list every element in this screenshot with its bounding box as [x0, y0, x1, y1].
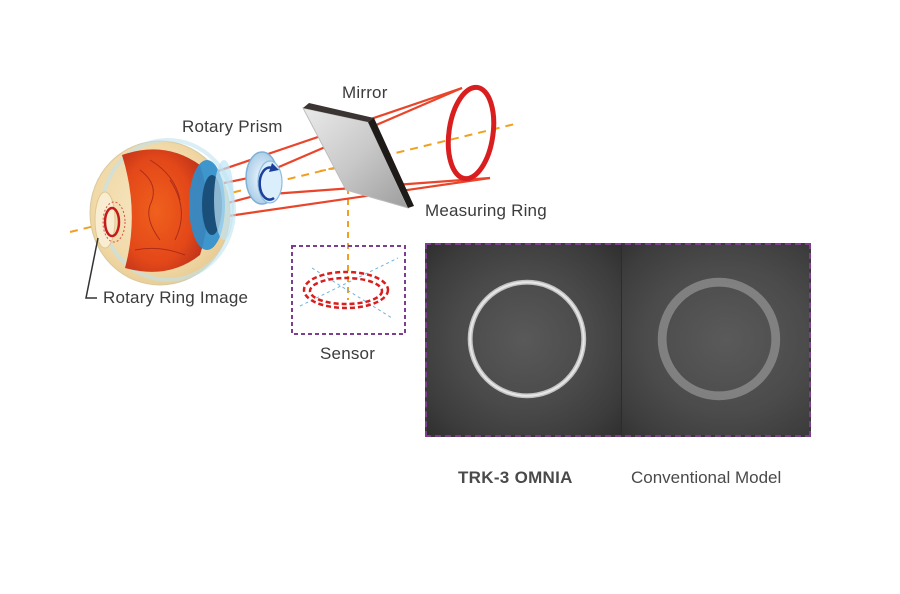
measuring-ring [445, 84, 497, 182]
sensor-ring [302, 270, 390, 310]
mirror [302, 103, 414, 209]
ring-image-comparison [425, 243, 811, 437]
conventional-ring-photo [621, 245, 809, 435]
sensor-grid [299, 257, 399, 319]
rotary-ring-image [103, 206, 121, 238]
omnia-caption: TRK-3 OMNIA [458, 468, 573, 487]
rotary-ring-leader [85, 237, 99, 299]
mirror-label: Mirror [342, 83, 388, 102]
omnia-ring-photo [427, 245, 621, 435]
rotary-ring-image-label: Rotary Ring Image [103, 288, 249, 307]
eye-illustration [89, 138, 236, 286]
rotary-prism-label: Rotary Prism [182, 117, 283, 136]
conventional-caption: Conventional Model [631, 468, 782, 487]
sensor-box [291, 245, 406, 335]
sensor-label: Sensor [320, 344, 376, 363]
rotary-prism [245, 151, 283, 205]
measuring-ring-label: Measuring Ring [425, 201, 547, 220]
